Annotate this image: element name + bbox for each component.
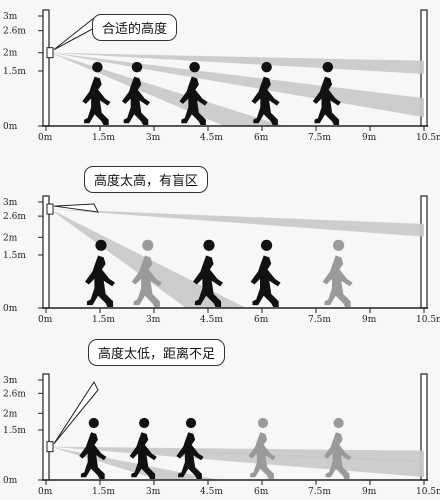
detected-person: [176, 432, 204, 479]
y-tick-label: 2m: [3, 49, 18, 59]
y-tick-label: 1.5m: [3, 426, 26, 436]
detected-person: [129, 432, 157, 479]
person-head: [203, 239, 215, 251]
person-head: [322, 61, 334, 73]
detected-person: [251, 76, 280, 125]
callout-pointer: [53, 380, 99, 444]
x-tick-label: 3m: [146, 133, 161, 143]
y-tick-label: 2.6m: [3, 389, 26, 399]
wall-post: [420, 195, 428, 309]
y-tick-label: 3m: [3, 376, 18, 386]
y-tick-label: 3m: [3, 12, 18, 22]
x-tick-label: 4.5m: [200, 133, 223, 143]
detected-person: [79, 432, 107, 479]
person-head: [332, 239, 345, 251]
sensor: [46, 441, 54, 453]
person-head: [257, 417, 269, 429]
person-head: [88, 417, 99, 429]
sensor: [46, 203, 54, 215]
detection-beam: [50, 52, 424, 118]
x-tick-label: 7.5m: [308, 133, 331, 143]
person-head: [139, 417, 150, 429]
x-tick-label: 7.5m: [308, 315, 331, 325]
detected-person: [121, 76, 151, 125]
panel-suitable-height: 3m2.6m2m1.5m0m0m1.5m3m4.5m6m7.5m9m10.5m …: [0, 0, 440, 155]
person-head: [260, 239, 273, 251]
x-tick-label: 0m: [38, 487, 53, 497]
person-head: [95, 239, 107, 251]
detected-person: [312, 76, 341, 125]
detection-beam: [50, 52, 424, 74]
callout-label: 合适的高度: [92, 14, 178, 41]
x-tick-label: 6m: [254, 315, 269, 325]
y-tick-label: 1.5m: [3, 251, 26, 261]
x-tick-label: 10.5m: [416, 133, 440, 143]
sensor-post: [42, 373, 50, 481]
callout-label: 高度太低，距离不足: [88, 339, 226, 366]
undetected-person: [131, 255, 162, 307]
x-tick-label: 3m: [146, 315, 161, 325]
x-tick-label: 4.5m: [200, 315, 223, 325]
y-tick-label: 2.6m: [3, 212, 26, 222]
y-tick-label: 2m: [3, 409, 18, 419]
person-head: [185, 417, 197, 429]
panel-diagram: 3m 2.6m 2m 1.5m 0m 0m 1.5m 3m 4.5m 6m 7.5m 9m 10.5m: [3, 9, 440, 143]
x-tick-label: 9m: [362, 315, 377, 325]
detected-person: [250, 255, 281, 307]
detected-person: [85, 255, 115, 307]
y-tick-label: 0m: [3, 304, 18, 314]
y-tick-label: 3m: [3, 198, 18, 208]
y-tick-label: 2.6m: [3, 27, 26, 37]
undetected-person: [248, 432, 276, 479]
person-head: [142, 239, 154, 251]
x-tick-label: 9m: [362, 487, 377, 497]
sensor-post: [42, 9, 50, 127]
undetected-person: [324, 432, 352, 479]
sensor: [46, 47, 54, 59]
person-head: [92, 61, 103, 73]
y-tick-label: 2m: [3, 233, 18, 243]
panel-too-high: 3m2.6m2m1.5m0m0m1.5m3m4.5m6m7.5m9m10.5m …: [0, 160, 440, 325]
person-head: [131, 61, 143, 73]
x-tick-label: 4.5m: [200, 487, 223, 497]
y-tick-label: 0m: [3, 476, 18, 486]
x-tick-label: 7.5m: [308, 487, 331, 497]
x-tick-label: 1.5m: [92, 315, 115, 325]
detected-person: [193, 255, 223, 307]
detection-beam: [50, 209, 424, 237]
y-tick-label: 1.5m: [3, 67, 26, 77]
person-head: [261, 61, 272, 73]
panel-diagram: 3m 2.6m 2m 1.5m 0m 0m 1.5m 3m 4.5m 6m 7.5m 9m 10.5m: [3, 373, 440, 497]
panel-diagram: 3m 2.6m 2m 1.5m 0m 0m 1.5m 3m 4.5m 6m 7.5m 9m 10.5m: [3, 195, 440, 325]
x-tick-label: 6m: [254, 487, 269, 497]
detected-person: [179, 76, 208, 125]
x-tick-label: 1.5m: [92, 133, 115, 143]
detected-person: [82, 76, 111, 125]
x-tick-label: 10.5m: [416, 487, 440, 497]
x-tick-label: 6m: [254, 133, 269, 143]
callout-label: 高度太高，有盲区: [84, 166, 209, 193]
x-tick-label: 0m: [38, 133, 53, 143]
x-tick-label: 1.5m: [92, 487, 115, 497]
panel-too-low: 3m2.6m2m1.5m0m0m1.5m3m4.5m6m7.5m9m10.5m …: [0, 333, 440, 500]
x-tick-label: 3m: [146, 487, 161, 497]
y-tick-label: 0m: [3, 122, 18, 132]
person-head: [189, 61, 200, 73]
person-head: [333, 417, 344, 429]
detection-beam: [50, 52, 284, 126]
x-tick-label: 0m: [38, 315, 53, 325]
x-tick-label: 10.5m: [416, 315, 440, 325]
undetected-person: [322, 255, 353, 307]
x-tick-label: 9m: [362, 133, 377, 143]
callout-pointer: [53, 203, 99, 213]
